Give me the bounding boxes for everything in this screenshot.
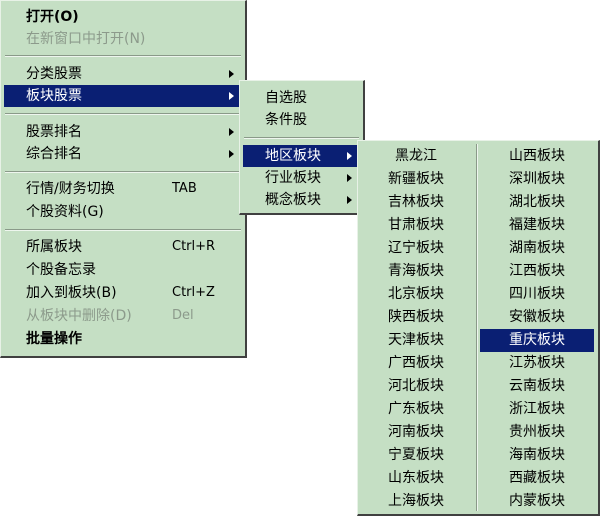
menu-item-label: 行业板块: [265, 170, 321, 186]
menu-separator: [5, 113, 241, 115]
region-menu-item[interactable]: 湖北板块: [509, 194, 565, 210]
menu-separator: [5, 55, 241, 57]
region-menu-item[interactable]: 河南板块: [388, 424, 444, 440]
region-menu-item[interactable]: 山东板块: [388, 470, 444, 486]
submenu-region-blocks: 黑龙江新疆板块吉林板块甘肃板块辽宁板块青海板块北京板块陕西板块天津板块广西板块河…: [357, 140, 600, 516]
menu-item-label: 概念板块: [265, 192, 321, 208]
menu-item-label: 打开(O): [26, 9, 79, 25]
region-menu-item[interactable]: 辽宁板块: [388, 240, 444, 256]
menu-item-label: 所属板块: [26, 239, 82, 255]
menu-item-label: 股票排名: [26, 124, 82, 140]
menu-item-label: 地区板块: [265, 148, 321, 164]
submenu-block-stocks: 自选股 条件股 地区板块 行业板块 概念板块: [239, 80, 365, 215]
menu-item-label: 个股备忘录: [26, 262, 96, 278]
menu-separator: [244, 137, 359, 139]
submenu-arrow-icon: [347, 174, 352, 182]
context-menu-main: 打开(O) 在新窗口中打开(N) 分类股票 板块股票 股票排名 综合排名 行情/…: [0, 0, 247, 358]
submenu-arrow-icon: [347, 196, 352, 204]
menu-item-watchlist[interactable]: 自选股: [243, 87, 360, 109]
menu-item-open-new-window: 在新窗口中打开(N): [4, 28, 242, 50]
menu-item-batch-operation[interactable]: 批量操作: [4, 328, 242, 350]
region-menu-item[interactable]: 内蒙板块: [509, 493, 565, 509]
region-menu-item[interactable]: 江苏板块: [509, 355, 565, 371]
menu-item-composite-ranking[interactable]: 综合排名: [4, 143, 242, 165]
region-menu-item[interactable]: 福建板块: [509, 217, 565, 233]
submenu-arrow-icon: [347, 152, 352, 160]
region-menu-item[interactable]: 浙江板块: [509, 401, 565, 417]
menu-item-label: 综合排名: [26, 146, 82, 162]
region-menu-item[interactable]: 广西板块: [388, 355, 444, 371]
region-menu-item[interactable]: 北京板块: [388, 286, 444, 302]
menu-item-add-to-block[interactable]: 加入到板块(B) Ctrl+Z: [4, 282, 242, 304]
menu-item-stock-info[interactable]: 个股资料(G): [4, 201, 242, 223]
region-menu-item[interactable]: 宁夏板块: [388, 447, 444, 463]
region-menu-item[interactable]: 贵州板块: [509, 424, 565, 440]
menu-separator: [5, 229, 241, 231]
menu-item-open[interactable]: 打开(O): [4, 6, 242, 28]
region-menu-item[interactable]: 吉林板块: [388, 194, 444, 210]
menu-separator: [5, 171, 241, 173]
region-menu-item[interactable]: 山西板块: [509, 148, 565, 164]
region-menu-item[interactable]: 海南板块: [509, 447, 565, 463]
region-menu-item[interactable]: 甘肃板块: [388, 217, 444, 233]
region-menu-item[interactable]: 江西板块: [509, 263, 565, 279]
region-menu-item[interactable]: 青海板块: [388, 263, 444, 279]
menu-item-label: 加入到板块(B): [26, 285, 117, 301]
menu-item-concept-blocks[interactable]: 概念板块: [243, 189, 360, 211]
menu-item-label: 从板块中删除(D): [26, 308, 132, 324]
menu-item-label: 在新窗口中打开(N): [26, 31, 146, 47]
menu-item-category-stocks[interactable]: 分类股票: [4, 63, 242, 85]
submenu-arrow-icon: [229, 128, 234, 136]
region-menu-item[interactable]: 西藏板块: [509, 470, 565, 486]
region-menu-item[interactable]: 上海板块: [388, 493, 444, 509]
menu-item-label: 行情/财务切换: [26, 181, 115, 197]
menu-item-quote-finance-toggle[interactable]: 行情/财务切换 TAB: [4, 178, 242, 200]
shortcut-label: Ctrl+R: [172, 239, 216, 254]
shortcut-label: Del: [172, 308, 194, 323]
region-menu-item[interactable]: 安徽板块: [509, 309, 565, 325]
shortcut-label: TAB: [172, 181, 197, 196]
menu-item-label: 自选股: [265, 90, 307, 106]
menu-item-label: 批量操作: [26, 331, 82, 347]
submenu-arrow-icon: [229, 150, 234, 158]
menu-item-label: 条件股: [265, 112, 307, 128]
menu-item-label: 个股资料(G): [26, 204, 104, 220]
region-menu-item[interactable]: 黑龙江: [395, 148, 437, 164]
menu-item-region-blocks[interactable]: 地区板块: [243, 145, 360, 167]
region-menu-item[interactable]: 重庆板块: [480, 329, 594, 352]
menu-item-condition-stocks[interactable]: 条件股: [243, 109, 360, 131]
submenu-arrow-icon: [229, 70, 234, 78]
region-menu-item[interactable]: 四川板块: [509, 286, 565, 302]
region-menu-item[interactable]: 天津板块: [388, 332, 444, 348]
menu-item-industry-blocks[interactable]: 行业板块: [243, 167, 360, 189]
menu-item-stock-ranking[interactable]: 股票排名: [4, 121, 242, 143]
menu-item-remove-from-block: 从板块中删除(D) Del: [4, 305, 242, 327]
submenu-arrow-icon: [229, 92, 234, 100]
region-menu-item[interactable]: 湖南板块: [509, 240, 565, 256]
column-divider: [476, 144, 478, 511]
region-menu-item[interactable]: 广东板块: [388, 401, 444, 417]
menu-item-label: 板块股票: [26, 88, 82, 104]
menu-item-label: 分类股票: [26, 66, 82, 82]
region-menu-item[interactable]: 河北板块: [388, 378, 444, 394]
region-menu-item[interactable]: 陕西板块: [388, 309, 444, 325]
region-menu-item[interactable]: 云南板块: [509, 378, 565, 394]
menu-item-belonging-blocks[interactable]: 所属板块 Ctrl+R: [4, 236, 242, 258]
region-menu-item[interactable]: 新疆板块: [388, 171, 444, 187]
shortcut-label: Ctrl+Z: [172, 285, 215, 300]
menu-item-stock-memo[interactable]: 个股备忘录: [4, 259, 242, 281]
menu-item-block-stocks[interactable]: 板块股票: [4, 85, 242, 107]
region-menu-item[interactable]: 深圳板块: [509, 171, 565, 187]
